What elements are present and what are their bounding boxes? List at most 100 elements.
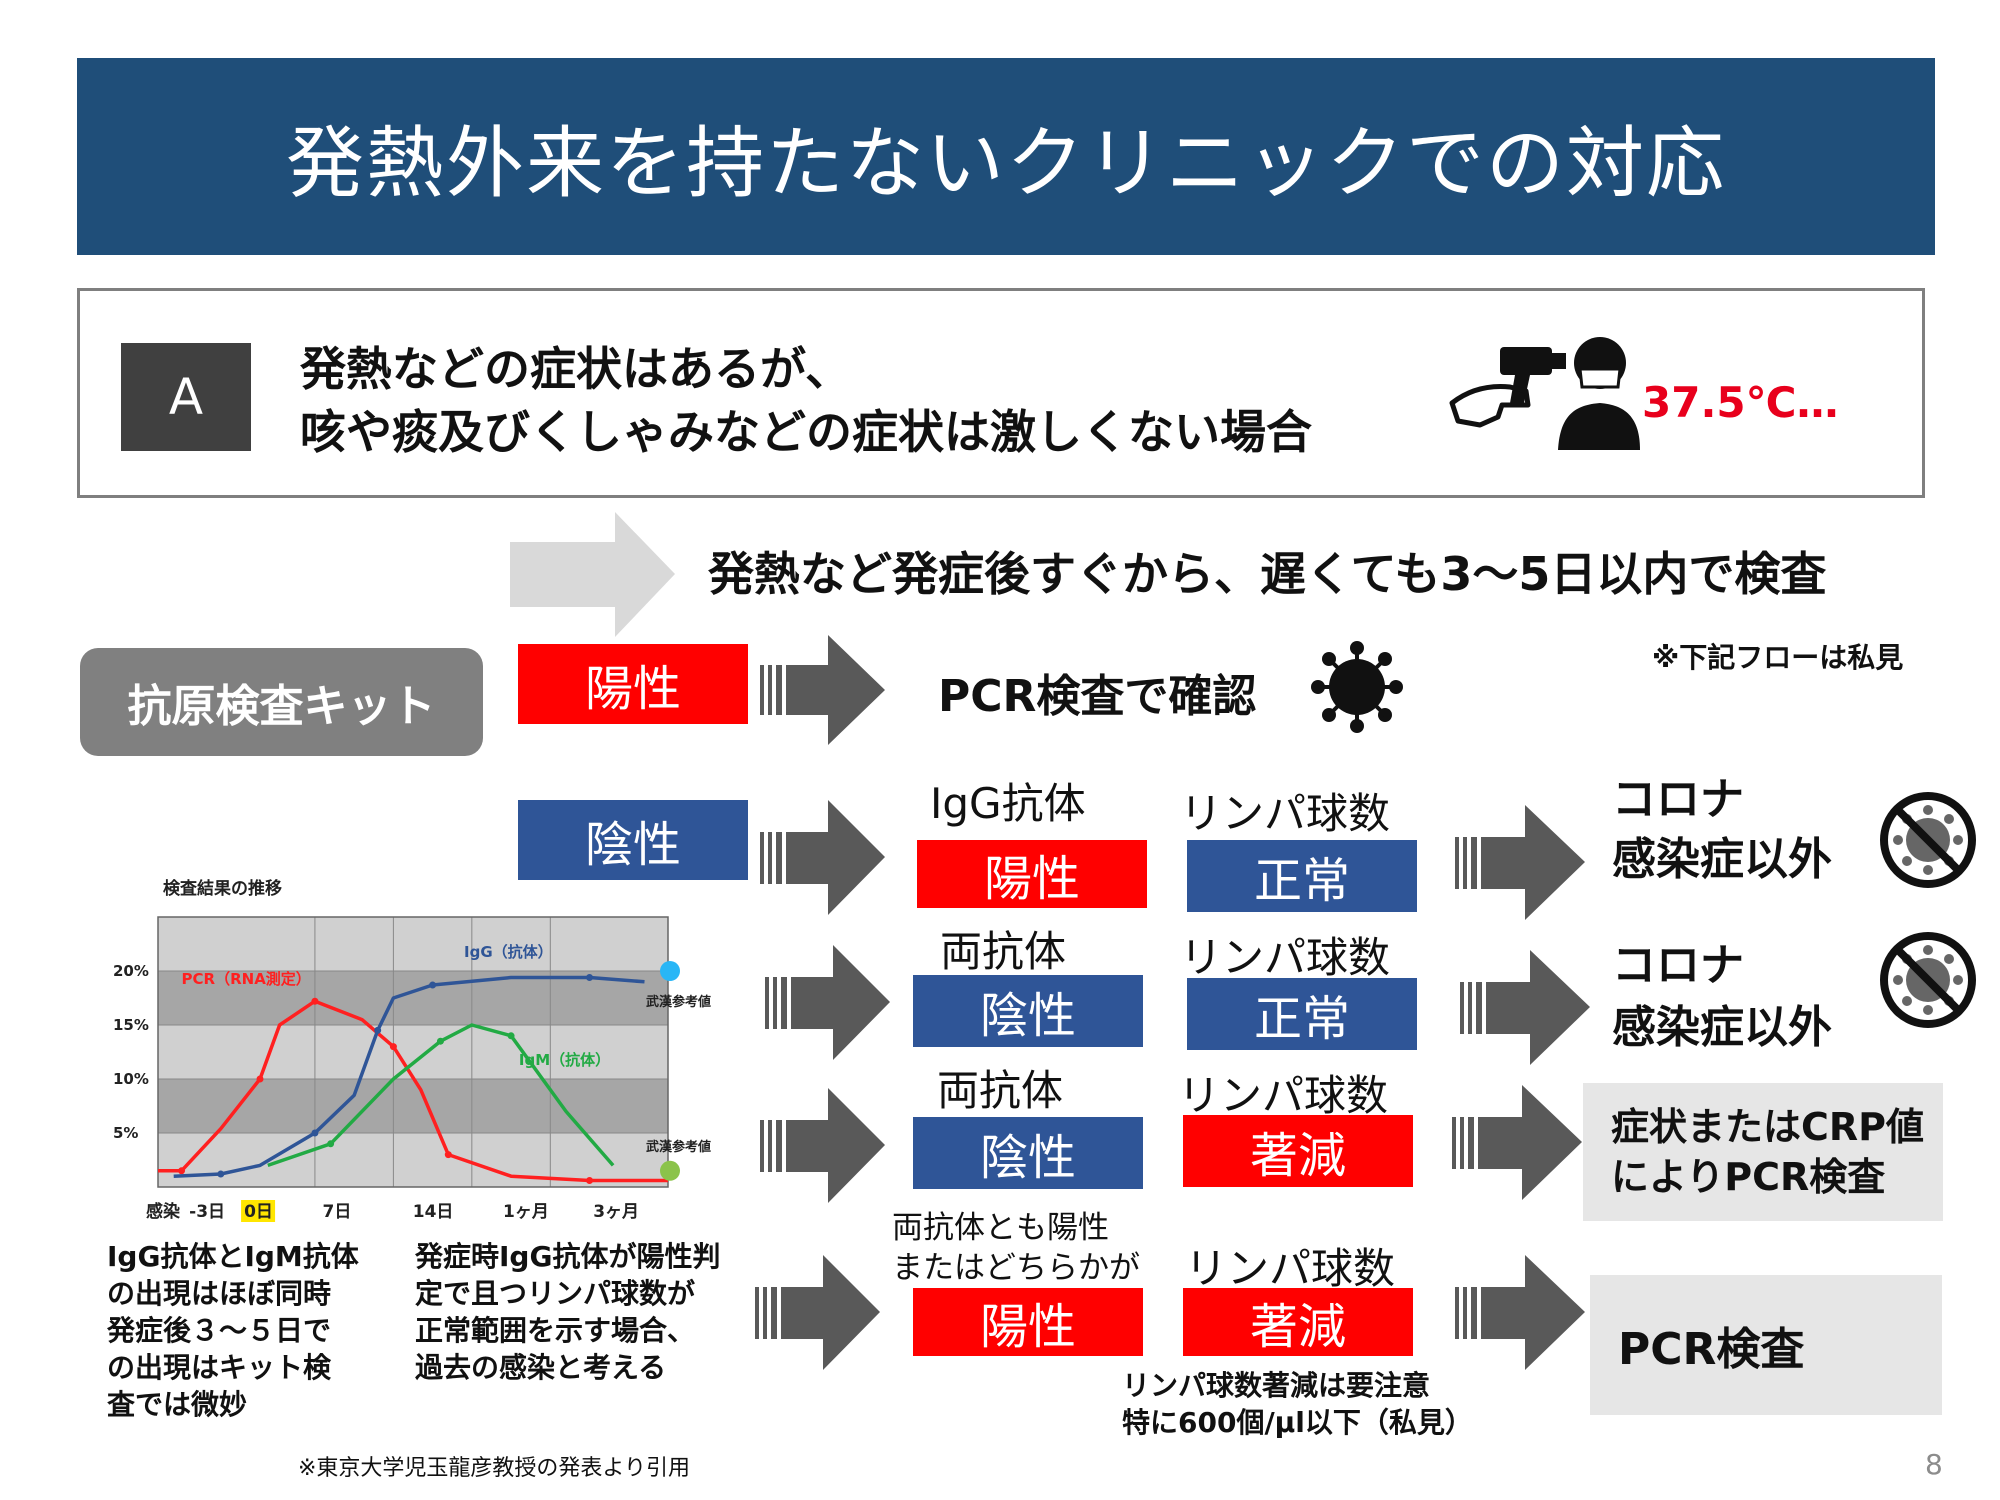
case-a-badge: A [121,343,251,451]
chart-point [217,1170,225,1178]
chart-y-tick-label: 20% [113,962,149,980]
chart-x-tick-label: 3ヶ月 [593,1202,639,1222]
chart-title: 検査結果の推移 [163,878,282,899]
chart-point [327,1140,335,1148]
row3-lymph-result: 著減 [1183,1115,1413,1187]
chart-series-label: PCR（RNA測定） [182,970,311,988]
chart-point [256,1075,264,1083]
chart-point [436,1037,444,1045]
chart-series-label: IgG（抗体） [464,943,553,961]
citation: ※東京大学児玉龍彦教授の発表より引用 [298,1456,690,1481]
lymph-note-line2: 特に600個/μl以下（私見） [1122,1406,1473,1439]
chart-x-tick-label: 7日 [323,1202,352,1222]
chart-series-label: IgM（抗体） [519,1051,610,1069]
left-note-line2: の出現はほぼ同時 [107,1277,332,1310]
case-a-line1: 発熱などの症状はあるが、 [300,342,852,396]
pcr-confirm-text: PCR検査で確認 [938,671,1257,722]
left-note-line4: の出現はキット検 [107,1351,332,1384]
instruction-text: 発熱など発症後すぐから、遅くても3〜5日以内で検査 [708,547,1827,601]
temperature-label: 37.5℃… [1642,378,1839,427]
title-bar [77,58,1935,255]
chart-y-tick-label: 5% [113,1124,138,1142]
row2-outcome: コロナ 感染症以外 [1612,935,1832,1059]
row2-antibody-result: 陰性 [913,975,1143,1047]
chart-band [158,971,668,1025]
chart-reference-marker [660,1160,680,1181]
chart-x-tick-label: 0日 [244,1202,273,1222]
chart-reference-marker [660,961,680,981]
arrow-right-icon [1455,1255,1585,1370]
chart-point [429,981,437,989]
case-a-line2: 咳や痰及びくしゃみなどの症状は激しくない場合 [300,405,1312,459]
lymph-note: リンパ球数著減は要注意 特に600個/μl以下（私見） [1122,1367,1473,1441]
page-title: 発熱外来を持たないクリニックでの対応 [285,118,1726,209]
row1-antibody-label: IgG抗体 [930,779,1086,828]
kit-negative-tag: 陰性 [518,800,748,880]
row2-lymph-result: 正常 [1187,978,1417,1050]
chart-point [389,1043,397,1051]
mid-note-line4: 過去の感染と考える [415,1351,667,1384]
chart-point [311,997,319,1005]
arrow-right-icon [1452,1085,1582,1200]
chart-series-line [158,999,668,1183]
thermometer-person-icon [1449,337,1640,450]
arrow-right-icon [760,800,885,915]
arrow-right-icon [510,512,675,637]
row2-outcome-line1: コロナ [1612,940,1744,991]
no-virus-icon [1880,932,1976,1028]
chart-point [444,1151,452,1159]
mid-note: 発症時IgG抗体が陽性判 定で且つリンパ球数が 正常範囲を示す場合、 過去の感染… [415,1238,720,1386]
chart-point [311,1129,319,1137]
virus-icon [1311,641,1403,733]
antigen-kit-label: 抗原検査キット [80,648,483,756]
left-note-line1: IgG抗体とIgM抗体 [107,1240,359,1273]
chart-point [178,1167,186,1175]
row3-outcome-line2: によりPCR検査 [1611,1155,1886,1199]
page-number: 8 [1925,1448,1943,1481]
row1-outcome: コロナ 感染症以外 [1612,770,1832,890]
chart-x-tick-label: 1ヶ月 [503,1202,549,1222]
row4-antibody-label-line2: またはどちらかが [892,1250,1140,1286]
arrow-right-icon [760,635,885,745]
row2-antibody-label: 両抗体 [940,927,1067,976]
left-note-line5: 査では微妙 [107,1388,248,1421]
kit-positive-tag: 陽性 [518,644,748,724]
row4-outcome-box: PCR検査 [1590,1275,1942,1415]
row1-lymph-result: 正常 [1187,840,1417,912]
row3-lymph-label: リンパ球数 [1178,1071,1389,1120]
chart-y-tick-label: 15% [113,1016,149,1034]
row1-outcome-line1: コロナ [1612,774,1744,825]
mid-note-line2: 定で且つリンパ球数が [415,1277,696,1310]
private-note: ※下記フローは私見 [1652,641,1904,674]
row2-outcome-line2: 感染症以外 [1612,1002,1832,1053]
row1-lymph-label: リンパ球数 [1180,789,1391,838]
arrow-right-icon [1455,805,1585,920]
mid-note-line3: 正常範囲を示す場合、 [415,1314,696,1347]
chart-frame [157,916,669,1188]
chart-x-tick-label: 感染 [146,1201,180,1222]
row1-outcome-line2: 感染症以外 [1612,834,1832,885]
row2-lymph-label: リンパ球数 [1180,933,1391,982]
row3-antibody-result: 陰性 [913,1117,1143,1189]
arrow-right-icon [760,1088,885,1203]
case-a-box [77,288,1925,498]
arrow-right-icon [1460,950,1590,1065]
row3-outcome-box: 症状またはCRP値 によりPCR検査 [1583,1083,1943,1221]
arrow-right-icon [755,1255,880,1370]
row3-antibody-label: 両抗体 [937,1066,1064,1115]
row3-outcome-line1: 症状またはCRP値 [1611,1105,1924,1149]
mid-note-line1: 発症時IgG抗体が陽性判 [415,1240,721,1273]
chart-band [158,1079,668,1133]
chart-point [507,1032,515,1040]
row4-lymph-label: リンパ球数 [1185,1244,1396,1293]
row4-antibody-result: 陽性 [913,1288,1143,1356]
chart-plot-area [158,917,668,1187]
row4-lymph-result: 著減 [1183,1288,1413,1356]
chart-x-tick-label: -3日 [189,1202,225,1222]
chart-reference-label: 武漢参考値 [646,994,711,1010]
arrow-right-icon [765,945,890,1060]
chart-point [374,1026,382,1034]
row4-outcome-text: PCR検査 [1618,1324,1805,1375]
row4-antibody-label-line1: 両抗体とも陽性 [892,1210,1109,1246]
